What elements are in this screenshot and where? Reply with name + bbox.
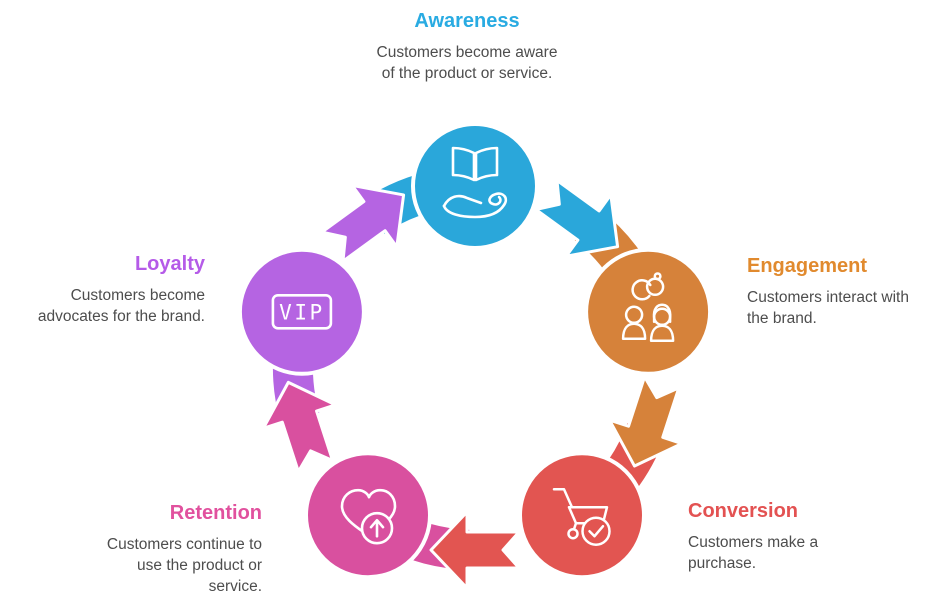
conversion-description: Customers make a purchase. — [688, 534, 819, 572]
loyalty-description: Customers become advocates for the brand… — [37, 287, 205, 325]
check-badge — [581, 516, 611, 546]
awareness-title: Awareness — [414, 10, 520, 32]
stage-circles — [237, 122, 713, 580]
engagement-circle — [584, 247, 713, 376]
people-connection-icon — [621, 272, 675, 343]
engagement-description: Customers interact with the brand. — [747, 289, 909, 327]
awareness-description: Customers become aware of the product or… — [376, 44, 558, 82]
retention-description: Customers continue to use the product or… — [106, 536, 262, 595]
loyalty-circle — [237, 247, 366, 376]
conversion-text-block: Conversion Customers make a purchase. — [688, 500, 858, 574]
arrow-awareness-to-engagement — [534, 178, 620, 258]
arrow-loyalty-to-awareness — [320, 183, 406, 263]
conversion-circle — [518, 451, 646, 580]
engagement-text-block: Engagement Customers interact with the b… — [747, 255, 932, 329]
book-in-hand-icon — [442, 146, 508, 219]
loyalty-text-block: Loyalty Customers become advocates for t… — [20, 253, 205, 327]
retention-title: Retention — [169, 502, 262, 524]
vip-badge-text: VIP — [279, 300, 324, 324]
arrow-retention-to-loyalty — [261, 380, 338, 474]
arrow-engagement-to-conversion — [607, 375, 684, 468]
cart-check-icon — [552, 487, 611, 546]
engagement-title: Engagement — [747, 255, 868, 277]
vip-badge-icon: VIP — [271, 293, 333, 330]
awareness-circle — [411, 122, 539, 250]
loyalty-title: Loyalty — [134, 253, 205, 275]
arrow-conversion-to-retention — [429, 510, 521, 590]
awareness-text-block: Awareness Customers become aware of the … — [374, 10, 560, 84]
heart-growth-icon — [340, 488, 397, 545]
retention-text-block: Retention Customers continue to use the … — [92, 502, 262, 597]
conversion-title: Conversion — [688, 500, 799, 522]
cycle-arrows — [261, 178, 684, 590]
